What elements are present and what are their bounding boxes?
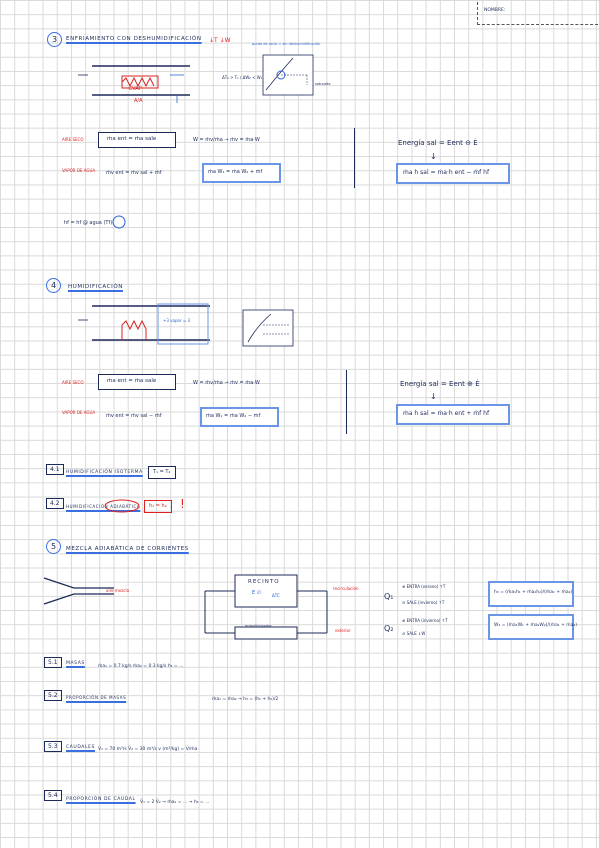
- s3-vapor-eq: ṁv ent = ṁv sal + ṁf: [106, 170, 162, 176]
- s54-title: PROPORCIÓN DE CAUDAL: [66, 797, 136, 802]
- section-3-title: ENFRIAMIENTO CON DESHUMIDIFICACIÓN: [66, 36, 202, 42]
- saturado-label: saturado: [315, 82, 331, 86]
- s5-acond-label: acondicionador: [245, 624, 272, 628]
- s5-mixing-junction: [43, 577, 114, 605]
- section-4-number: 4: [46, 278, 61, 293]
- s52-title: PROPORCIÓN DE MASAS: [66, 695, 127, 700]
- s4-energy-box: ṁa h sal = ṁa·h ent + ṁf hf: [396, 404, 510, 425]
- s4-aire-seco-label: AIRE SECO: [62, 380, 84, 385]
- name-field-box: NOMBRE:: [477, 2, 598, 25]
- s4-w-box-eq: ṁa W₁ = ṁa W₂ − ṁf: [206, 413, 261, 419]
- s4-duct-note: +3 vapor = 3: [163, 318, 191, 323]
- s3-aire-seco-label: AIRE SECO: [62, 137, 84, 142]
- aa-label: A/A: [134, 98, 143, 104]
- s5-formula1: h₃ = (ṁa₁h₁ + ṁa₂h₂)/(ṁa₁ + ṁa₂): [494, 590, 573, 595]
- s5-formula2-box: W₃ = (ṁa₁W₁ + ṁa₂W₂)/(ṁa₁ + ṁa₂): [488, 614, 577, 640]
- s4-mass-air-eq: ṁa ent = ṁa sale: [107, 378, 157, 384]
- section-4-psychro-chart: [242, 309, 294, 347]
- s5-q1-label: Q₁: [384, 592, 394, 601]
- s5-exterior-label: exterior: [335, 628, 351, 633]
- s5-formula1-box: h₃ = (ṁa₁h₁ + ṁa₂h₂)/(ṁa₁ + ṁa₂): [488, 581, 574, 607]
- s41-title: HUMIDIFICACIÓN ISOTERMA: [66, 470, 143, 475]
- s3-hf-note: hf = hf @ agua (Tf): [64, 220, 113, 226]
- s4-vapor-eq: ṁv ent = ṁv sal − ṁf: [106, 413, 162, 419]
- section-3-tag: ↓T ↓W: [209, 37, 231, 44]
- s41-number: 4.1: [46, 464, 64, 475]
- s42-eq-box: h₁ = h₂: [144, 500, 172, 513]
- section-4-title: HUMIDIFICACIÓN: [68, 284, 123, 290]
- s53-number: 5.3: [44, 741, 62, 752]
- s4-energy-box-eq: ṁa h sal = ṁa·h ent + ṁf hf: [403, 410, 490, 417]
- s3-w-box-eq: ṁa W₁ = ṁa W₂ + ṁf: [208, 169, 263, 175]
- s5-recinto-label: RECINTO: [248, 579, 280, 585]
- s5-q2-opt1: ⊕ ENTRA (invierno) ↑T: [402, 618, 448, 623]
- s5-recinto-sub: E ∅: [252, 590, 262, 596]
- s41-eq: T₁ = T₂: [153, 469, 171, 475]
- s3-hf-circle: [112, 215, 126, 229]
- section-4-duct-diagram: [78, 303, 210, 345]
- s42-title: HUMIDIFICACIÓN ADIABÁTICA: [66, 504, 141, 509]
- s42-eq: h₁ = h₂: [149, 503, 167, 509]
- s3-energy-title: Energía sal = Eent ⊖ Ė: [398, 139, 478, 147]
- s5-q1-opt1: ⊕ ENTRA (verano) ↑T: [402, 584, 446, 589]
- s4-divider: [346, 370, 347, 434]
- s4-w-box: ṁa W₁ = ṁa W₂ − ṁf: [200, 407, 279, 427]
- s4-energy-title: Energía sal = Eent ⊕ Ė: [400, 380, 480, 388]
- s4-energy-arrow: ↓: [430, 392, 437, 401]
- s3-mass-air-eq: ṁa ent = ṁa sale: [107, 136, 157, 142]
- s3-vapor-label: VAPOR DE AGUA: [62, 168, 96, 173]
- section-3-duct-diagram: [78, 65, 190, 103]
- evap-label: EVAP: [129, 86, 142, 92]
- s5-q2-label: Q₂: [384, 624, 394, 633]
- s5-recinto-loop: [204, 574, 328, 640]
- s3-mass-air-box: ṁa ent = ṁa sale: [98, 132, 176, 148]
- s53-title: CAUDALES: [66, 745, 95, 750]
- s42-exclamation: !: [180, 497, 185, 511]
- s54-text: V̇₁ = 2 V̇₂ → ṁa₁ = ... → h₃ = ...: [140, 800, 210, 805]
- section-3-number: 3: [47, 32, 62, 47]
- s54-number: 5.4: [44, 790, 62, 801]
- s51-text: ṁa₁ = 0.7 kg/s ṁa₂ = 0.3 kg/s h₃ = ...: [98, 664, 184, 669]
- s4-w-eq: W = ṁv/ṁa → ṁv = ṁa·W: [193, 380, 260, 386]
- s3-divider: [354, 128, 355, 188]
- s53-text: V̇₁ = 70 m³/s V̇₂ = 30 m³/s v (m³/kg) = …: [98, 747, 198, 752]
- s41-eq-box: T₁ = T₂: [148, 466, 176, 479]
- s4-mass-air-box: ṁa ent = ṁa sale: [98, 374, 176, 390]
- s5-aire-mezcla: aire mezcla: [106, 588, 130, 593]
- s52-number: 5.2: [44, 690, 62, 701]
- s4-vapor-label: VAPOR DE AGUA: [62, 410, 96, 415]
- s3-energy-box-eq: ṁa h sal = ṁa·h ent − ṁf hf: [403, 169, 490, 176]
- section-5-number: 5: [46, 539, 61, 554]
- s5-q1-opt2: ⊖ SALE (invierno) ↑T: [402, 600, 445, 605]
- section-3-diag-note: ΔT₂ > T₁ / ΔW₂ < W₁: [222, 75, 263, 80]
- s5-recinto-t: ΔTC: [272, 593, 280, 598]
- s42-adiabatic-circle: [104, 499, 140, 513]
- s5-q2-opt2: ⊖ SALE ↓W: [402, 631, 426, 636]
- section-3-psychro-chart: [262, 54, 314, 96]
- s5-formula2: W₃ = (ṁa₁W₁ + ṁa₂W₂)/(ṁa₁ + ṁa₂): [494, 623, 577, 628]
- section-3-note-top: punto de rocío = sin deshumidificación: [252, 42, 321, 46]
- section-5-title: MEZCLA ADIABÁTICA DE CORRIENTES: [66, 546, 189, 552]
- s3-w-eq: W = ṁv/ṁa → ṁv = ṁa·W: [193, 137, 260, 143]
- s5-recirc-label: recirculación: [333, 586, 359, 591]
- s3-energy-arrow: ↓: [430, 152, 437, 161]
- s42-number: 4.2: [46, 498, 64, 509]
- s52-text: ṁa₁ = ṁa₂ → h₃ = (h₁ + h₂)/2: [212, 697, 279, 702]
- s3-w-box: ṁa W₁ = ṁa W₂ + ṁf: [202, 163, 281, 183]
- s51-number: 5.1: [44, 657, 62, 668]
- name-field-label: NOMBRE:: [484, 8, 506, 13]
- s51-title: MASAS: [66, 661, 85, 666]
- s3-energy-box: ṁa h sal = ṁa·h ent − ṁf hf: [396, 163, 510, 184]
